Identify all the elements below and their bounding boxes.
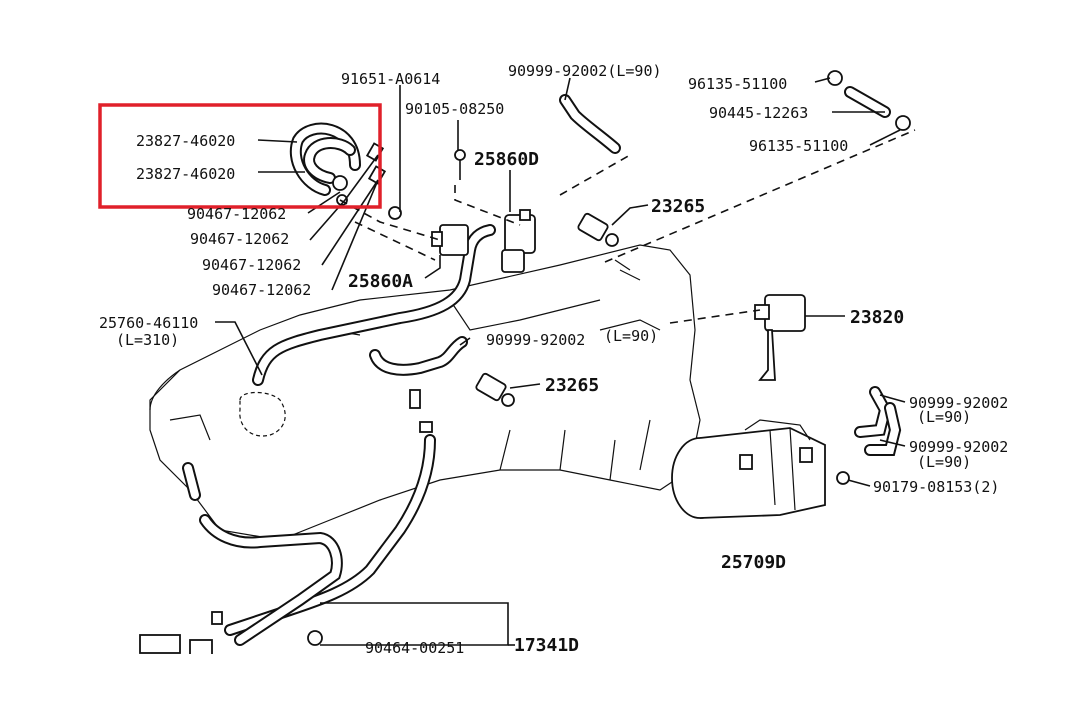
label-25709D: 25709D	[721, 552, 786, 573]
injector-23820	[754, 294, 806, 381]
hose-90999-top	[559, 94, 621, 154]
sensor-23265-mid	[475, 372, 515, 407]
label-23827-b: 23827-46020	[136, 165, 235, 183]
label-91651: 91651-A0614	[341, 70, 440, 88]
sensor-23265-top	[577, 212, 619, 247]
hoses-right	[854, 386, 902, 456]
label-90999-top: 90999-92002(L=90)	[508, 62, 662, 80]
label-23827-a: 23827-46020	[136, 132, 235, 150]
label-23820: 23820	[850, 307, 904, 328]
label-90467-a: 90467-12062	[187, 205, 286, 223]
label-25860A: 25860A	[348, 271, 413, 292]
label-90999-r2: 90999-92002	[909, 438, 1008, 456]
label-90467-b: 90467-12062	[190, 230, 289, 248]
label-90999-r2-length: (L=90)	[917, 453, 971, 471]
label-25860D: 25860D	[474, 149, 539, 170]
label-23265-top: 23265	[651, 196, 705, 217]
label-23265-mid: 23265	[545, 375, 599, 396]
canister-25709D	[671, 419, 826, 519]
label-90999-mid: 90999-92002	[486, 331, 585, 349]
vacuum-hose-25760	[252, 224, 496, 386]
dashed-connections	[339, 129, 916, 324]
label-25760-length: (L=310)	[116, 331, 179, 349]
label-90999-mid-length: (L=90)	[604, 327, 658, 345]
vsv-25860D	[501, 209, 536, 273]
leader-lines	[215, 77, 906, 646]
label-90445: 90445-12263	[709, 104, 808, 122]
label-90467-c: 90467-12062	[202, 256, 301, 274]
label-90467-d: 90467-12062	[212, 281, 311, 299]
fittings	[139, 70, 911, 657]
label-90179: 90179-08153(2)	[873, 478, 999, 496]
label-90464: 90464-00251	[365, 639, 464, 657]
hoses-23827	[289, 122, 361, 196]
label-90999-r1: 90999-92002	[909, 394, 1008, 412]
hose-90999-mid	[369, 336, 468, 376]
label-25760: 25760-46110	[99, 314, 198, 332]
label-90105: 90105-08250	[405, 100, 504, 118]
label-17341D: 17341D	[514, 635, 579, 656]
label-96135-b: 96135-51100	[749, 137, 848, 155]
label-96135-a: 96135-51100	[688, 75, 787, 93]
label-90999-r1-length: (L=90)	[917, 408, 971, 426]
hose-90445	[844, 86, 891, 118]
lower-hoses	[182, 434, 436, 646]
highlight-box	[98, 103, 382, 209]
